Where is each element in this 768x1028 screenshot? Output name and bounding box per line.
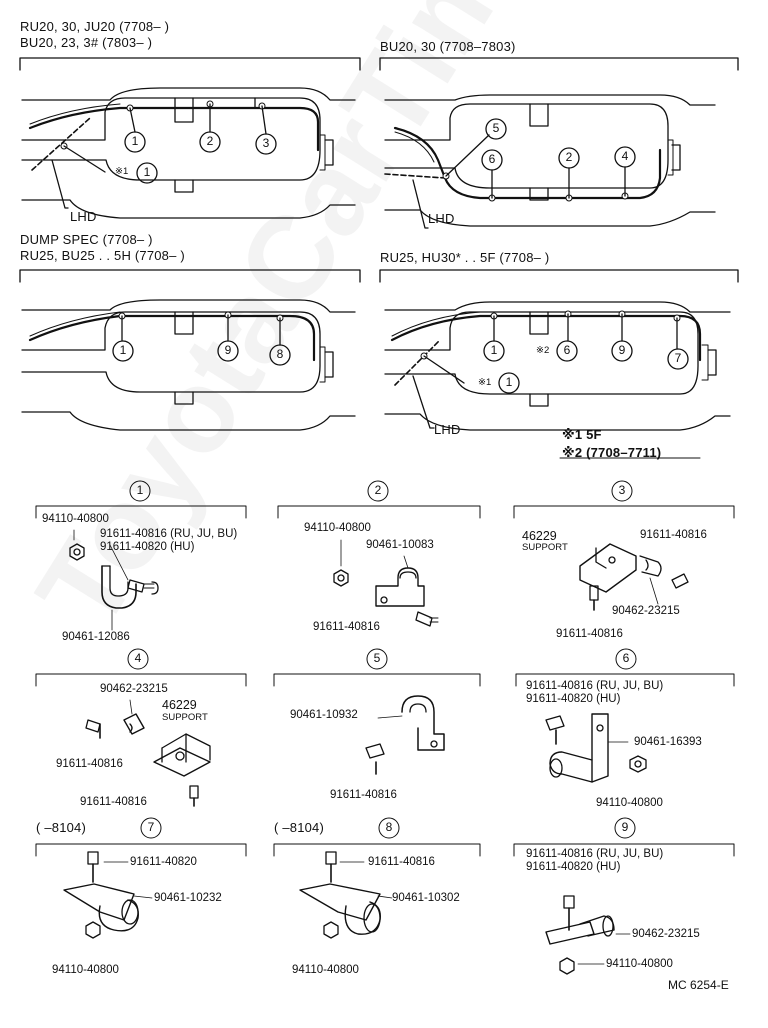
d1-bolt1-part: 91611-40816 (RU, JU, BU) — [100, 528, 238, 540]
detail-6-number: 6 — [622, 651, 630, 665]
d8-clamp-part: 90461-10302 — [392, 892, 460, 904]
detail-7-drawing — [63, 851, 153, 939]
detail-4-number: 4 — [134, 651, 142, 665]
detail-8-prefix: ( –8104) — [274, 820, 325, 835]
d5-clamp-part: 90461-10932 — [290, 709, 358, 721]
d3-support-part: 46229 — [522, 529, 557, 543]
panel-4-frame — [379, 269, 739, 431]
d7-clamp-part: 90461-10232 — [154, 892, 222, 904]
p2-callout-5: 5 — [492, 121, 500, 135]
detail-1-number: 1 — [136, 483, 144, 497]
panel-2-title: BU20, 30 (7708–7803) — [380, 39, 516, 54]
d9-nut-part: 94110-40800 — [606, 958, 673, 970]
p1-callout-1: 1 — [131, 134, 139, 148]
panel-3-frame — [19, 269, 361, 431]
panel-1-circles — [63, 103, 277, 184]
panel-3-title-line2: RU25, BU25 . . 5H (7708– ) — [20, 248, 185, 263]
panel-4-marker-2: ※2 — [536, 345, 550, 356]
p1-callout-1b: 1 — [143, 165, 151, 179]
detail-7-number: 7 — [147, 820, 155, 834]
p1-callout-3: 3 — [262, 136, 270, 150]
d6-clamp-part: 90461-16393 — [634, 736, 702, 748]
d6-bolt1-part: 91611-40816 (RU, JU, BU) — [526, 680, 664, 692]
d3-support-label: SUPPORT — [522, 542, 568, 553]
panel-4-title: RU25, HU30* . . 5F (7708– ) — [380, 250, 550, 265]
d6-nut-part: 94110-40800 — [596, 797, 663, 809]
d8-bolt-part: 91611-40816 — [368, 856, 435, 868]
detail-6-drawing — [545, 713, 647, 783]
d4-support-label: SUPPORT — [162, 712, 208, 723]
p4-callout-1: 1 — [490, 343, 498, 357]
panel-1-title-line2: BU20, 23, 3# (7803– ) — [20, 35, 153, 50]
d4-bolt2-part: 91611-40816 — [80, 796, 147, 808]
d4-support-part: 46229 — [162, 698, 197, 712]
panel-1-marker-1: ※1 — [115, 166, 129, 177]
d1-clamp-part: 90461-12086 — [62, 631, 130, 643]
panel-2-frame — [379, 57, 739, 229]
d7-bolt-part: 91611-40820 — [130, 856, 197, 868]
d1-bolt2-part: 91611-40820 (HU) — [100, 541, 195, 553]
panel-4-marker-1: ※1 — [478, 377, 492, 388]
detail-3-drawing — [579, 543, 689, 611]
detail-9-number: 9 — [621, 820, 629, 834]
detail-frames — [35, 480, 735, 857]
d8-nut-part: 94110-40800 — [292, 964, 359, 976]
d9-clamp-part: 90462-23215 — [632, 928, 700, 940]
detail-2-number: 2 — [374, 483, 382, 497]
p2-callout-4: 4 — [621, 149, 629, 163]
d1-nut-part: 94110-40800 — [42, 513, 109, 525]
d3-bolt2-part: 91611-40816 — [556, 628, 623, 640]
panel-1-frame — [19, 57, 361, 219]
detail-3-number: 3 — [618, 483, 626, 497]
panel-1-title-line1: RU20, 30, JU20 (7708– ) — [20, 19, 170, 34]
detail-4-drawing — [85, 699, 211, 807]
drawing-code: MC 6254-E — [668, 978, 729, 992]
p2-callout-2: 2 — [565, 150, 573, 164]
d9-bolt2-part: 91611-40820 (HU) — [526, 861, 621, 873]
p3-callout-1: 1 — [119, 343, 127, 357]
panel-4-circles — [423, 313, 689, 394]
d2-clamp-part: 90461-10083 — [366, 539, 434, 551]
panel-3-title-line1: DUMP SPEC (7708– ) — [20, 232, 153, 247]
d3-clamp-part: 90462-23215 — [612, 605, 680, 617]
p4-callout-7: 7 — [674, 351, 682, 365]
p4-callout-9: 9 — [618, 343, 626, 357]
note-2: ※2 (7708–7711) — [562, 445, 662, 460]
p2-callout-6: 6 — [488, 152, 496, 166]
p4-callout-6: 6 — [563, 343, 571, 357]
detail-5-number: 5 — [373, 651, 381, 665]
panel-1-lhd-label: LHD — [70, 209, 97, 224]
detail-5-drawing — [365, 695, 445, 775]
d5-bolt-part: 91611-40816 — [330, 789, 397, 801]
d4-bolt-part: 91611-40816 — [56, 758, 123, 770]
d2-nut-part: 94110-40800 — [304, 522, 371, 534]
p1-callout-2: 2 — [206, 134, 214, 148]
panel-2-lhd-label: LHD — [428, 211, 455, 226]
d7-nut-part: 94110-40800 — [52, 964, 119, 976]
panel-3-circles — [112, 314, 291, 366]
p3-callout-8: 8 — [276, 347, 284, 361]
detail-7-prefix: ( –8104) — [36, 820, 87, 835]
panel-2-circles — [445, 118, 636, 199]
p4-callout-1b: 1 — [505, 375, 513, 389]
d3-bolt-part: 91611-40816 — [640, 529, 707, 541]
detail-1-drawing — [69, 529, 159, 631]
d4-clamp-part: 90462-23215 — [100, 683, 168, 695]
p3-callout-9: 9 — [224, 343, 232, 357]
d9-bolt1-part: 91611-40816 (RU, JU, BU) — [526, 848, 664, 860]
d2-bolt-part: 91611-40816 — [313, 621, 380, 633]
panel-4-lhd-label: LHD — [434, 422, 461, 437]
detail-8-number: 8 — [385, 820, 393, 834]
detail-9-drawing — [545, 895, 631, 975]
note-1: ※1 5F — [562, 427, 602, 442]
detail-2-drawing — [333, 539, 439, 627]
detail-8-drawing — [299, 851, 393, 939]
d6-bolt2-part: 91611-40820 (HU) — [526, 693, 621, 705]
